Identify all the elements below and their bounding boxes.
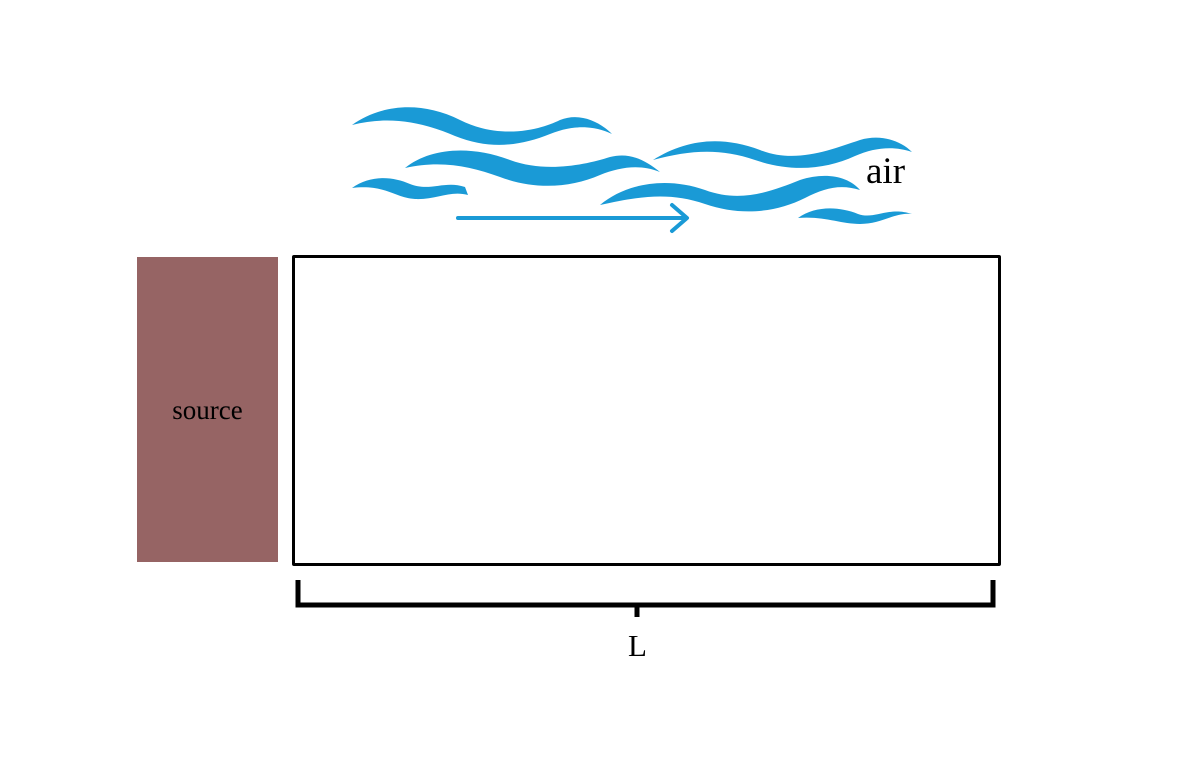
air-wave-icon: [653, 137, 912, 168]
air-streams: [352, 107, 912, 224]
length-label: L: [628, 628, 647, 663]
air-wave-icon: [798, 208, 912, 224]
source-label: source: [172, 395, 243, 425]
air-wave-icon: [352, 178, 468, 200]
air-wave-icon: [405, 150, 660, 186]
source-block: source: [137, 257, 278, 562]
source-block-fill: [137, 257, 278, 562]
air-wave-icon: [352, 107, 612, 145]
right-arrow-head: [670, 203, 689, 233]
air-label: air: [866, 151, 906, 192]
length-bracket: [295, 580, 996, 617]
air-wave-icon: [600, 175, 860, 212]
bracket-line: [295, 580, 996, 608]
material-slab: [292, 255, 1001, 566]
flow-arrow: [456, 203, 689, 233]
